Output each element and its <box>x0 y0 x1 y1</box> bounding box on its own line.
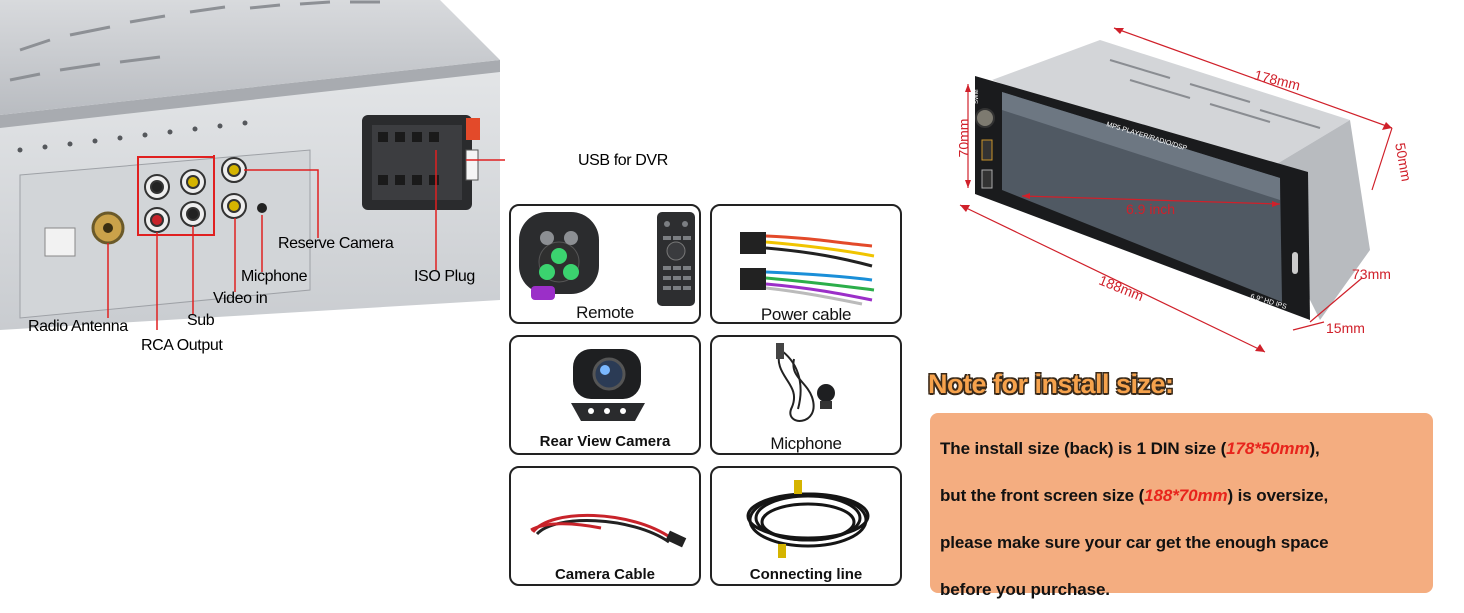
note-title: Note for install size: <box>928 369 1174 399</box>
note-line-3: please make sure your car get the enough… <box>940 533 1329 552</box>
power-cable-icon <box>740 232 875 306</box>
note-line-2: but the front screen size (188*70mm) is … <box>940 472 1423 519</box>
label-video-in: Video in <box>213 290 268 307</box>
device-dimensions-diagram: MP5 PLAYER/RADIO/DSP SWM 6.9" HD IPS 178… <box>930 0 1464 360</box>
rear-camera-icon <box>571 349 645 421</box>
accessory-rear-camera: Rear View Camera <box>509 335 701 455</box>
note-text: but the front screen size ( <box>940 486 1145 505</box>
accessory-label: Remote <box>576 303 634 322</box>
accessory-power-cable: Power cable <box>710 204 902 324</box>
note-text: ), <box>1309 439 1320 458</box>
label-reserve-camera: Reserve Camera <box>278 235 394 252</box>
label-radio-antenna: Radio Antenna <box>28 318 128 335</box>
label-iso-plug: ISO Plug <box>414 268 475 285</box>
camera-cable-icon <box>530 513 687 548</box>
note-highlight-front-size: 188*70mm <box>1144 486 1228 505</box>
accessory-camera-cable: Camera Cable <box>509 466 701 586</box>
rear-panel-diagram: USB for DVR Reserve Camera ISO Plug Micp… <box>0 0 668 354</box>
accessory-microphone: Micphone <box>710 335 902 455</box>
label-usb-for-dvr: USB for DVR <box>578 152 668 169</box>
rear-panel-illustration <box>0 0 580 338</box>
note-box: The install size (back) is 1 DIN size (1… <box>930 413 1433 599</box>
accessory-remote: Remote <box>509 204 701 324</box>
note-highlight-back-size: 178*50mm <box>1226 439 1310 458</box>
dim-height-front: 70mm <box>955 118 972 158</box>
accessory-label: Rear View Camera <box>539 433 671 450</box>
dim-screen: 6.9 inch <box>1126 201 1176 217</box>
note-text: ) is oversize, <box>1227 486 1329 505</box>
label-rca-output: RCA Output <box>141 337 223 354</box>
note-line-4: before you purchase. <box>940 580 1110 599</box>
accessory-label: Power cable <box>760 305 852 324</box>
accessory-label: Connecting line <box>749 566 863 583</box>
device-illustration: MP5 PLAYER/RADIO/DSP SWM 6.9" HD IPS <box>959 27 1393 353</box>
remote-control-icon <box>519 212 695 306</box>
dim-thickness: 15mm <box>1326 320 1365 336</box>
accessory-connecting-line: Connecting line <box>710 466 902 586</box>
microphone-icon <box>776 343 835 422</box>
note-text: The install size (back) is 1 DIN size ( <box>940 439 1227 458</box>
label-micphone: Micphone <box>241 268 308 285</box>
accessory-label: Camera Cable <box>554 566 656 583</box>
connecting-line-icon <box>746 480 870 558</box>
device-brand: SWM <box>974 89 980 104</box>
accessory-label: Micphone <box>770 434 842 453</box>
label-sub: Sub <box>187 312 215 329</box>
dim-depth-side: 73mm <box>1352 266 1391 282</box>
note-line-1: The install size (back) is 1 DIN size (1… <box>940 425 1423 472</box>
